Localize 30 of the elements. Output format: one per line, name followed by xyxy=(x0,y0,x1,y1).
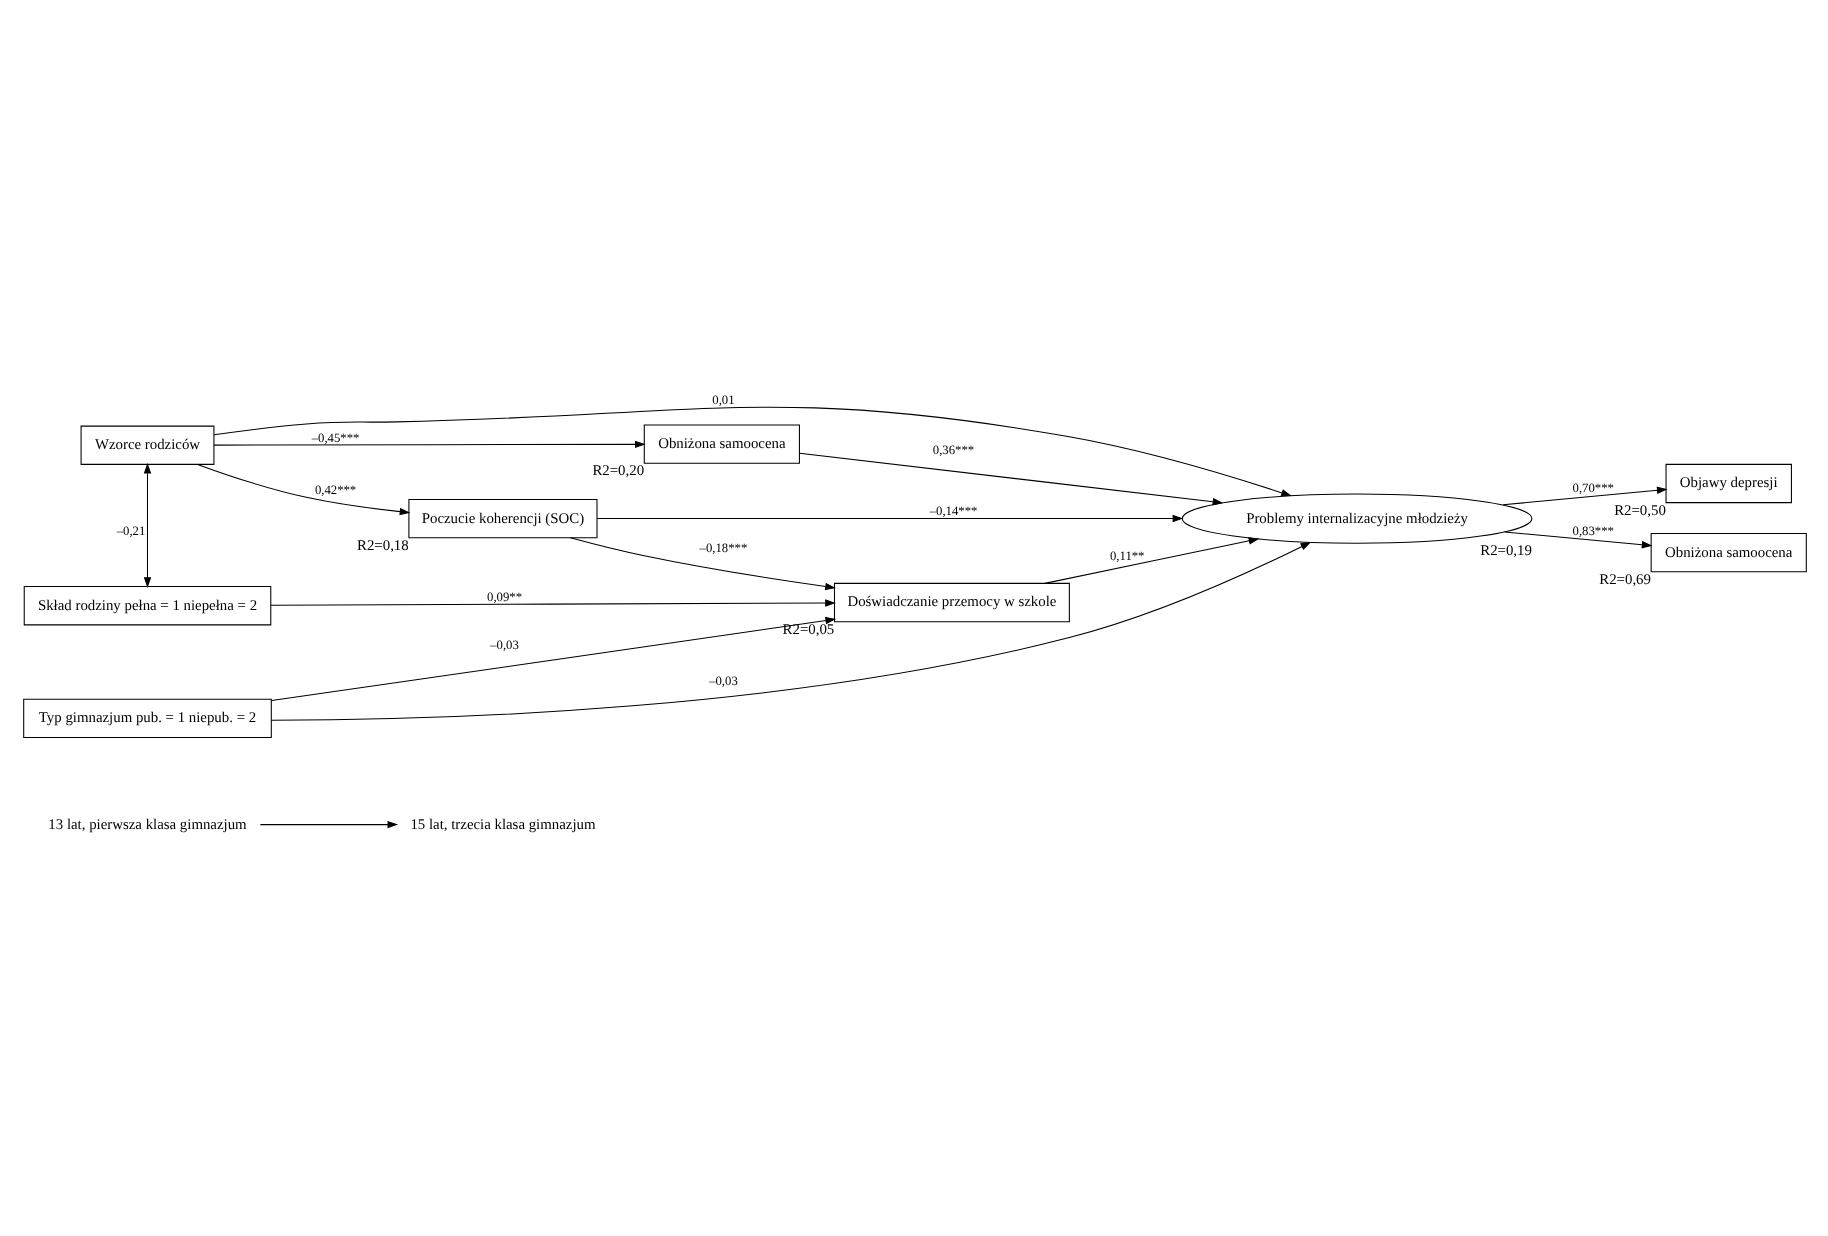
arrow xyxy=(568,536,835,590)
node-box: Typ gimnazjum pub. = 1 niepub. = 2 xyxy=(22,697,271,737)
node-label: R2=0,19 xyxy=(1479,540,1531,559)
node-box: Wzorce rodziców xyxy=(79,424,214,464)
node-text: 15 lat, trzecia klasa gimnazjum xyxy=(409,813,595,832)
node-box: Objawy depresji xyxy=(1664,462,1791,503)
arrow xyxy=(196,462,410,515)
node-label: R2=0,05 xyxy=(781,618,834,637)
arrow xyxy=(212,439,645,448)
arrow xyxy=(1503,530,1652,548)
node-label: R2=0,18 xyxy=(356,534,408,553)
node-box: Poczucie koherencji (SOC) xyxy=(407,497,597,538)
arrow xyxy=(1043,536,1259,583)
arrow xyxy=(142,461,151,587)
arrow xyxy=(269,540,1311,720)
node-box: Doświadczanie przemocy w szkole xyxy=(832,581,1069,622)
arrow xyxy=(595,513,1183,522)
node-text: 13 lat, pierwsza klasa gimnazjum xyxy=(47,813,246,832)
node-label: R2=0,50 xyxy=(1613,499,1665,518)
arrow xyxy=(258,819,398,828)
node-label: R2=0,20 xyxy=(591,460,644,479)
node-box: Skład rodziny pełna = 1 niepełna = 2 xyxy=(22,585,271,625)
arrow xyxy=(270,615,836,701)
node-box: Obniżona samoocena xyxy=(642,423,799,463)
arrow xyxy=(1501,485,1667,505)
arrow xyxy=(212,405,1291,496)
arrow xyxy=(269,598,835,606)
arrow xyxy=(798,451,1223,505)
node-box: Obniżona samoocena xyxy=(1649,531,1806,572)
node-label: R2=0,69 xyxy=(1598,568,1650,587)
